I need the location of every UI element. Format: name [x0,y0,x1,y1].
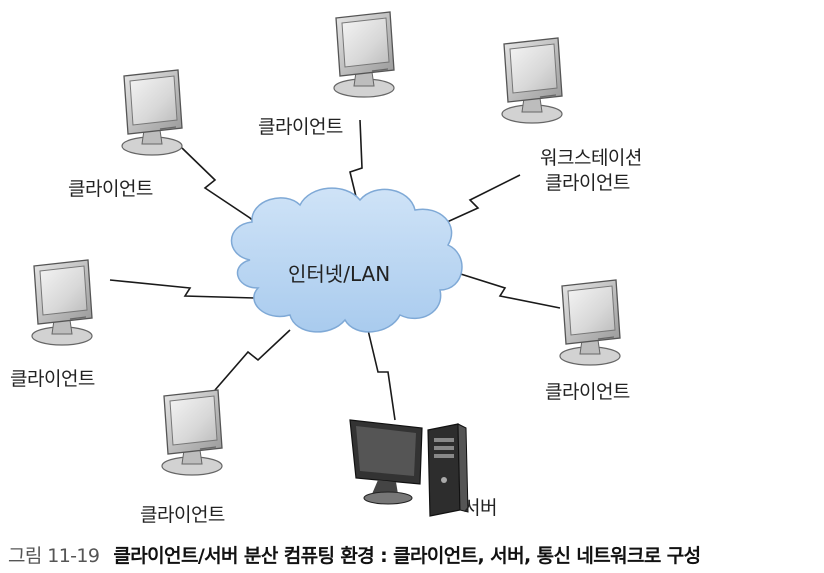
server-computer [349,419,469,517]
internet-cloud [230,187,463,333]
label-workstation-line1: 워크스테이션 [540,147,642,169]
label-server: 서버 [463,497,497,519]
figure-number: 그림 11-19 [8,545,100,567]
label-client-left: 클라이언트 [10,368,95,390]
link-client-left [109,279,256,299]
monitor-client-top [333,11,395,98]
label-client-bottom-left: 클라이언트 [140,504,225,526]
link-server [367,329,396,421]
connection-lines [109,119,561,421]
label-client-top: 클라이언트 [258,116,343,138]
link-client-bottom-left [214,329,291,391]
monitor-client-right [559,279,621,366]
label-client-left-top: 클라이언트 [68,178,153,200]
monitor-client-bottom-left [161,389,223,476]
network-diagram [31,11,621,517]
link-client-right [447,269,561,309]
label-workstation-line2: 클라이언트 [545,172,630,194]
label-client-right: 클라이언트 [545,381,630,403]
monitor-client-left-top [121,69,183,156]
monitor-client-left [31,259,93,346]
figure-title: 클라이언트/서버 분산 컴퓨팅 환경 : 클라이언트, 서버, 통신 네트워크로… [113,545,701,567]
link-client-top [349,119,363,206]
monitor-workstation [501,37,563,124]
network-label: 인터넷/LAN [288,262,391,286]
link-workstation [424,174,521,233]
figure-caption: 그림 11-19 클라이언트/서버 분산 컴퓨팅 환경 : 클라이언트, 서버, … [8,541,701,568]
